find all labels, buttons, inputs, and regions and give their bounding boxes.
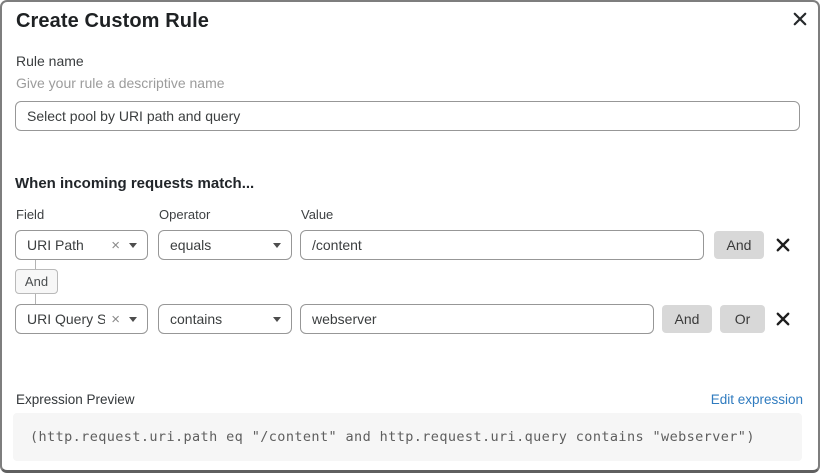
- rule-name-label: Rule name: [16, 53, 84, 69]
- chevron-down-icon: [129, 316, 137, 322]
- chevron-down-icon: [273, 316, 281, 322]
- close-icon: [776, 238, 790, 255]
- match-section-heading: When incoming requests match...: [15, 175, 255, 192]
- expression-code: (http.request.uri.path eq "/content" and…: [30, 429, 755, 445]
- expression-preview-block: (http.request.uri.path eq "/content" and…: [13, 413, 802, 461]
- close-icon: [776, 312, 790, 329]
- clear-selection-icon[interactable]: ×: [111, 236, 120, 254]
- and-connector-chip: And: [15, 269, 58, 294]
- operator-select-row2-value: contains: [170, 311, 223, 327]
- field-select-row2[interactable]: URI Query St... ×: [15, 304, 148, 334]
- operator-select-row1-value: equals: [170, 237, 212, 253]
- close-icon: [793, 12, 807, 29]
- rule-name-hint: Give your rule a descriptive name: [16, 75, 225, 91]
- operator-select-row2[interactable]: contains: [158, 304, 292, 334]
- edit-expression-link[interactable]: Edit expression: [710, 392, 803, 407]
- field-select-row1-value: URI Path: [27, 237, 84, 253]
- remove-row2-button[interactable]: [772, 309, 794, 331]
- clear-selection-icon[interactable]: ×: [111, 310, 120, 328]
- rule-name-input[interactable]: [15, 101, 800, 131]
- value-column-label: Value: [301, 207, 334, 222]
- operator-column-label: Operator: [159, 207, 211, 222]
- dialog-title: Create Custom Rule: [16, 10, 209, 32]
- field-select-row2-value: URI Query St...: [27, 311, 106, 327]
- add-or-condition-button-row2[interactable]: Or: [720, 305, 765, 333]
- value-input-row2[interactable]: [300, 304, 654, 334]
- chevron-down-icon: [129, 242, 137, 248]
- field-column-label: Field: [16, 207, 45, 222]
- field-select-row1[interactable]: URI Path ×: [15, 230, 148, 260]
- operator-select-row1[interactable]: equals: [158, 230, 292, 260]
- value-input-row1[interactable]: [300, 230, 704, 260]
- remove-row1-button[interactable]: [772, 235, 794, 257]
- chevron-down-icon: [273, 242, 281, 248]
- expression-preview-label: Expression Preview: [16, 392, 135, 407]
- add-and-condition-button-row1[interactable]: And: [714, 231, 764, 259]
- add-and-condition-button-row2[interactable]: And: [662, 305, 712, 333]
- dialog-close-button[interactable]: [789, 9, 811, 31]
